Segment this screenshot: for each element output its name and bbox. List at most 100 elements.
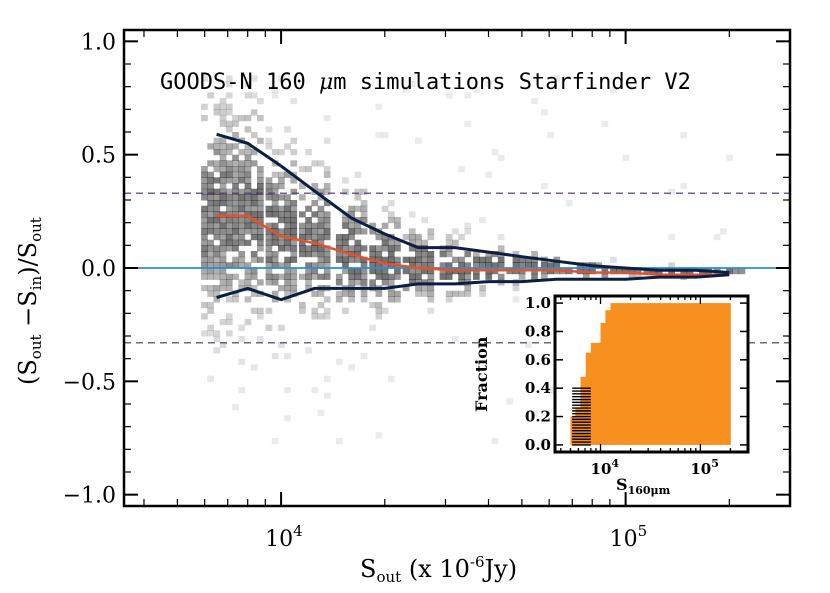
density-cell <box>225 313 233 320</box>
inset-bar <box>685 303 691 445</box>
inset-bar <box>660 303 666 445</box>
inset-y-tick-label: 0.4 <box>525 379 551 397</box>
density-cell <box>525 262 532 269</box>
density-cell <box>250 364 258 371</box>
density-cell <box>213 251 221 258</box>
density-cell <box>317 313 325 320</box>
density-cell <box>207 217 214 224</box>
density-cell <box>238 279 246 286</box>
density-cell <box>232 245 239 252</box>
density-cell <box>394 273 401 280</box>
density-cell <box>219 103 227 110</box>
density-cell <box>284 353 291 360</box>
density-cell <box>265 324 273 331</box>
density-cell <box>335 251 343 258</box>
density-cell <box>284 200 291 207</box>
density-cell <box>553 262 561 269</box>
density-cell <box>360 290 368 297</box>
density-cell <box>232 211 239 218</box>
density-cell <box>257 98 264 105</box>
density-cell <box>238 166 246 173</box>
density-cell <box>408 279 416 286</box>
density-cell <box>213 336 221 343</box>
density-cell <box>381 234 389 241</box>
density-cell <box>342 251 349 258</box>
density-cell <box>381 222 389 229</box>
density-cell <box>387 290 395 297</box>
density-cell <box>394 239 401 246</box>
density-cell <box>323 188 331 195</box>
density-cell <box>207 290 214 297</box>
density-cell <box>381 262 389 269</box>
density-cell <box>265 307 273 314</box>
density-cell <box>323 307 331 314</box>
density-cell <box>257 188 264 195</box>
density-cell <box>225 171 233 178</box>
density-cell <box>305 149 312 156</box>
density-cell <box>213 143 221 150</box>
density-cell <box>427 256 435 263</box>
density-cell <box>213 103 221 110</box>
density-cell <box>265 183 273 190</box>
density-cell <box>278 262 285 269</box>
density-cell <box>232 296 239 303</box>
density-cell <box>290 239 298 246</box>
density-cell <box>271 438 279 445</box>
density-cell <box>207 307 214 314</box>
density-cell <box>207 268 214 275</box>
density-cell <box>290 279 298 286</box>
density-cell <box>278 149 285 156</box>
density-cell <box>225 166 233 173</box>
density-cell <box>408 256 416 263</box>
density-cell <box>427 234 435 241</box>
density-cell <box>408 239 416 246</box>
density-cell <box>232 217 239 224</box>
inset-bar <box>670 303 676 445</box>
density-cell <box>219 143 227 150</box>
density-cell <box>225 262 233 269</box>
density-cell <box>225 245 233 252</box>
density-cell <box>201 171 208 178</box>
density-cell <box>342 262 349 269</box>
density-cell <box>232 222 239 229</box>
density-cell <box>290 211 298 218</box>
density-cell <box>394 256 401 263</box>
density-cell <box>485 251 493 258</box>
density-cell <box>213 245 221 252</box>
density-cell <box>265 143 273 150</box>
density-cell <box>421 217 428 224</box>
density-cell <box>244 126 252 133</box>
density-cell <box>244 194 252 201</box>
density-cell <box>207 183 214 190</box>
density-cell <box>452 290 459 297</box>
density-cell <box>265 273 273 280</box>
density-cell <box>348 228 355 235</box>
density-cell <box>250 132 258 139</box>
series-median <box>216 214 730 277</box>
density-cell <box>244 149 252 156</box>
density-cell <box>201 177 208 184</box>
density-cell <box>311 160 319 167</box>
density-cell <box>257 336 264 343</box>
inset-bar <box>610 303 616 445</box>
density-cell <box>317 205 325 212</box>
density-cell <box>238 217 246 224</box>
density-cell <box>284 387 291 394</box>
density-cell <box>445 296 453 303</box>
density-cell <box>305 234 312 241</box>
density-cell <box>257 222 264 229</box>
density-cell <box>479 217 486 224</box>
density-cell <box>250 251 258 258</box>
density-cell <box>354 194 362 201</box>
density-cell <box>290 160 298 167</box>
density-cell <box>305 217 312 224</box>
density-cell <box>491 149 499 156</box>
density-cell <box>238 324 246 331</box>
density-cell <box>445 290 453 297</box>
density-cell <box>415 251 422 258</box>
inset-bar <box>615 303 621 445</box>
density-cell <box>305 205 312 212</box>
density-cell <box>244 171 252 178</box>
density-cell <box>232 115 239 122</box>
density-cell <box>278 217 285 224</box>
